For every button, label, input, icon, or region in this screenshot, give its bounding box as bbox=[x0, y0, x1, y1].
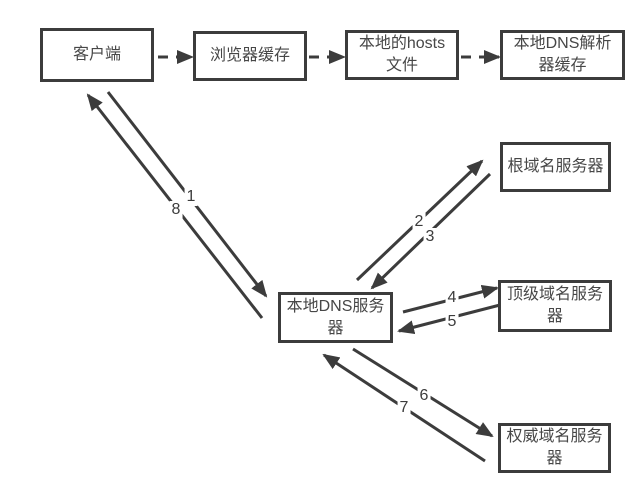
node-local-dns-server-label: 本地DNS服务器 bbox=[286, 297, 385, 337]
node-client: 客户端 bbox=[40, 28, 154, 82]
node-authoritative-name-server: 权威域名服务器 bbox=[498, 423, 611, 473]
step-label-6: 6 bbox=[417, 387, 431, 405]
step-label-7: 7 bbox=[397, 399, 411, 417]
step-label-4: 4 bbox=[445, 289, 459, 307]
node-client-label: 客户端 bbox=[72, 46, 121, 64]
node-root-name-server-label: 根域名服务器 bbox=[507, 158, 604, 176]
node-local-dns-resolver-cache: 本地DNS解析器缓存 bbox=[500, 30, 625, 80]
node-local-dns-server: 本地DNS服务器 bbox=[278, 292, 393, 343]
node-browser-cache: 浏览器缓存 bbox=[193, 31, 307, 81]
node-browser-cache-label: 浏览器缓存 bbox=[209, 47, 290, 65]
node-root-name-server: 根域名服务器 bbox=[500, 142, 611, 192]
step-label-5: 5 bbox=[445, 313, 459, 331]
node-local-dns-resolver-cache-label: 本地DNS解析器缓存 bbox=[513, 35, 612, 74]
node-local-hosts-file-label: 本地的hosts文件 bbox=[358, 35, 446, 74]
node-local-hosts-file: 本地的hosts文件 bbox=[345, 30, 459, 80]
step-label-8: 8 bbox=[169, 201, 183, 219]
node-tld-name-server: 顶级域名服务器 bbox=[498, 280, 612, 332]
step-label-3: 3 bbox=[423, 228, 437, 246]
node-authoritative-name-server-label: 权威域名服务器 bbox=[506, 428, 603, 467]
step-label-1: 1 bbox=[184, 188, 198, 206]
step-label-2: 2 bbox=[412, 213, 426, 231]
node-tld-name-server-label: 顶级域名服务器 bbox=[506, 286, 603, 325]
